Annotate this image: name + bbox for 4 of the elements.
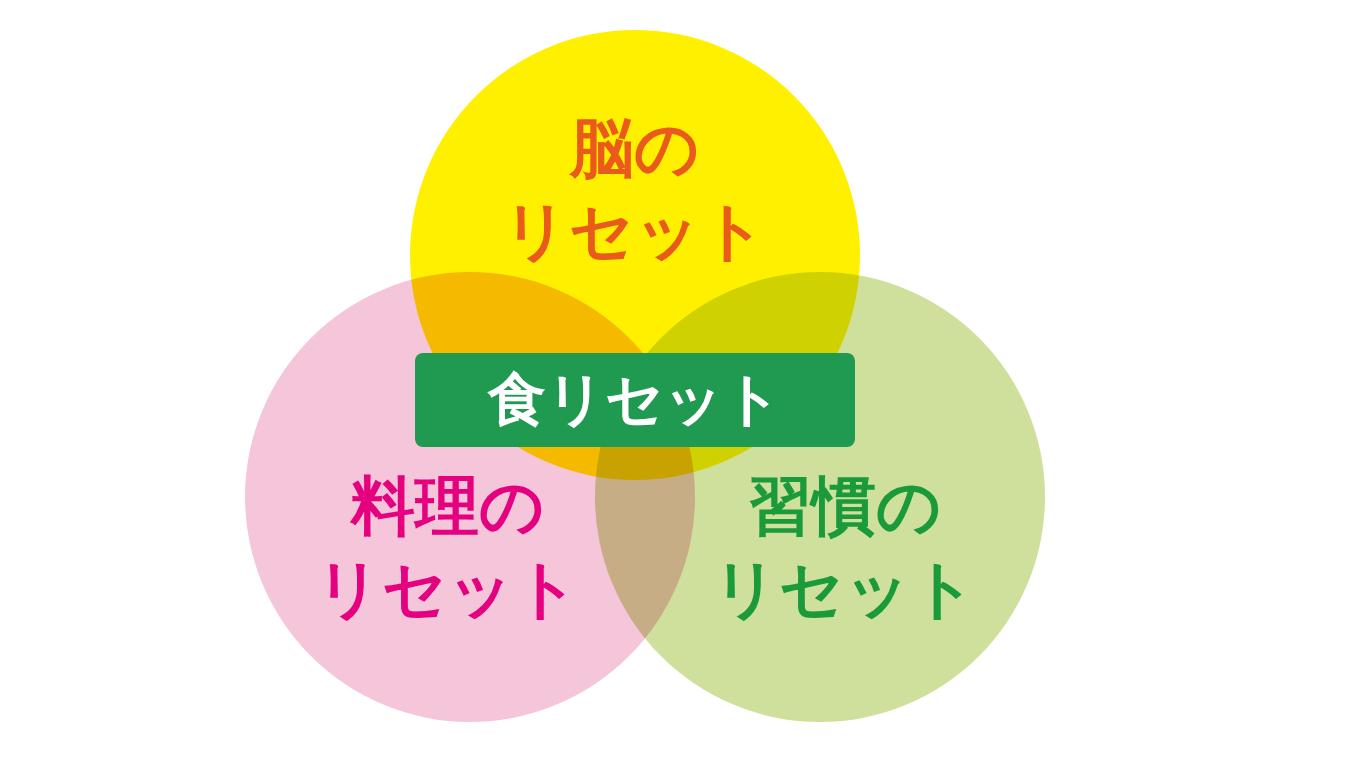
circle-label: 脳のリセット: [503, 110, 767, 271]
circle-label: 習慣のリセット: [713, 468, 977, 629]
banner-label: 食リセット: [488, 364, 782, 435]
circle-label: 料理のリセット: [316, 468, 580, 629]
